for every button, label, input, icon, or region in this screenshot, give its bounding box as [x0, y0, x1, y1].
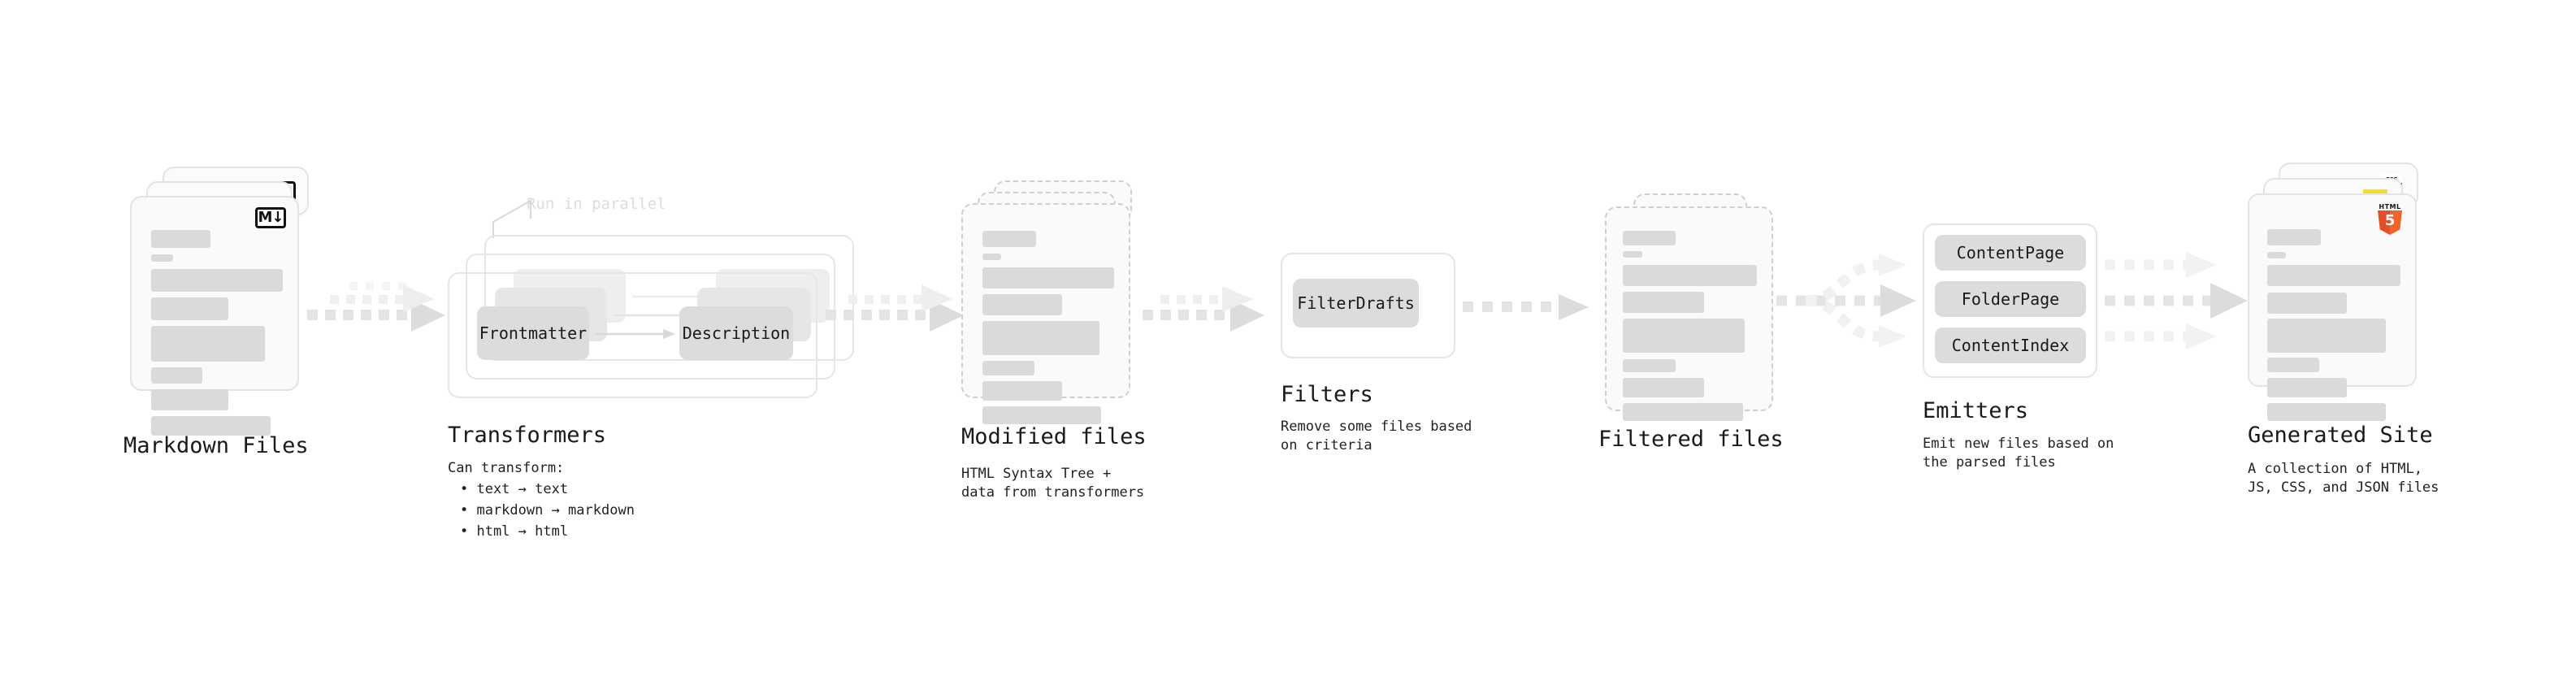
skeleton-line — [2267, 358, 2319, 372]
skeleton-line — [1623, 378, 1704, 397]
generated-site-title: Generated Site — [2248, 423, 2433, 448]
markdown-icon-arrow: ↓ — [271, 209, 284, 226]
markdown-files-title: Markdown Files — [124, 433, 309, 458]
skeleton-line — [982, 321, 1099, 355]
emitter-chip-label: ContentPage — [1956, 243, 2065, 262]
connector-transformers-to-modified — [826, 284, 964, 332]
skeleton-line — [151, 297, 228, 320]
skeleton-line — [1623, 319, 1745, 353]
modified-files-subtitle: HTML Syntax Tree + data from transformer… — [961, 466, 1145, 501]
markdown-files-card-stack: M↓ M↓ M↓ — [130, 167, 309, 436]
transformer-chip-description[interactable]: Description — [679, 306, 793, 360]
skeleton-line — [151, 416, 271, 436]
connector-emitters-to-site — [2105, 252, 2248, 349]
skeleton-line — [982, 361, 1034, 375]
connector-modified-to-filters — [1143, 286, 1264, 332]
transformer-chip-label: Frontmatter — [479, 323, 588, 343]
skeleton-line — [1623, 403, 1743, 421]
markdown-card-front: M↓ — [130, 196, 299, 436]
transformer-chip-frontmatter[interactable]: Frontmatter — [477, 306, 589, 360]
transformer-chip-label: Description — [682, 323, 791, 343]
transformers-subtitle: Can transform: — [448, 460, 565, 476]
skeleton-line — [982, 254, 1001, 260]
modified-files-card-stack — [961, 180, 1140, 424]
transformers-group-front: Frontmatter Description — [448, 272, 817, 398]
markdown-icon-front: M↓ — [255, 207, 286, 228]
skeleton-line — [151, 389, 228, 410]
skeleton-line — [151, 367, 202, 384]
skeleton-line — [2267, 252, 2286, 258]
skeleton-line — [151, 254, 173, 262]
skeleton-line — [2267, 229, 2321, 245]
filter-chip-label: FilterDrafts — [1297, 293, 1415, 313]
generated-card-front: HTML 5 — [2248, 193, 2417, 421]
emitters-subtitle: Emit new files based on the parsed files — [1923, 436, 2114, 471]
filtered-card-front — [1605, 206, 1773, 421]
html5-icon-shield: 5 — [2378, 210, 2402, 235]
run-in-parallel-annotation: Run in parallel — [527, 195, 666, 213]
filters-subtitle: Remove some files based on criteria — [1281, 419, 1472, 453]
emitters-group: ContentPage FolderPage ContentIndex — [1923, 223, 2097, 378]
skeleton-line — [1623, 292, 1704, 313]
generated-site-card-stack: CSS HTML 5 — [2248, 163, 2426, 421]
connector-markdown-to-transformers — [307, 282, 445, 332]
skeleton-line — [2267, 378, 2347, 397]
markdown-icon-letter: M — [258, 209, 272, 226]
parallel-bracket — [492, 199, 531, 238]
skeleton-line — [2267, 403, 2386, 421]
skeleton-line — [1623, 359, 1676, 372]
skeleton-line — [1623, 231, 1676, 245]
skeleton-line — [151, 326, 265, 362]
emitter-chip-contentpage[interactable]: ContentPage — [1935, 235, 2086, 271]
html5-icon-shield-inner — [2390, 210, 2402, 235]
connector-filtered-to-emitters — [1776, 254, 1916, 348]
filtered-files-card-stack — [1605, 193, 1780, 421]
modified-card-front — [961, 203, 1130, 424]
html5-icon-word: HTML — [2379, 203, 2401, 210]
generated-site-subtitle: A collection of HTML, JS, CSS, and JSON … — [2248, 461, 2439, 496]
skeleton-line — [2267, 319, 2386, 353]
skeleton-line — [2267, 265, 2400, 286]
skeleton-line — [982, 294, 1062, 315]
skeleton-line — [2267, 293, 2347, 314]
emitter-chip-label: ContentIndex — [1951, 336, 2070, 355]
skeleton-line — [982, 406, 1101, 424]
skeleton-line — [1623, 251, 1642, 258]
transformer-arrow-front — [596, 329, 675, 339]
filter-chip-filterdrafts[interactable]: FilterDrafts — [1293, 279, 1419, 327]
transformers-title: Transformers — [448, 423, 607, 448]
skeleton-line — [151, 269, 283, 292]
emitter-chip-folderpage[interactable]: FolderPage — [1935, 281, 2086, 317]
skeleton-line — [982, 267, 1114, 288]
filters-title: Filters — [1281, 382, 1373, 407]
skeleton-line — [151, 230, 210, 248]
transformers-bullet-0: • text → text — [460, 481, 569, 497]
skeleton-line — [1623, 265, 1757, 286]
html5-icon: HTML 5 — [2376, 203, 2404, 236]
filtered-files-title: Filtered files — [1598, 427, 1784, 452]
filters-group: FilterDrafts — [1281, 253, 1455, 358]
skeleton-line — [982, 231, 1036, 247]
transformers-bullet-1: • markdown → markdown — [460, 502, 635, 518]
emitter-chip-label: FolderPage — [1961, 289, 2060, 309]
modified-files-title: Modified files — [961, 424, 1147, 449]
skeleton-line — [982, 381, 1062, 401]
emitter-chip-contentindex[interactable]: ContentIndex — [1935, 327, 2086, 363]
html5-icon-digit: 5 — [2384, 212, 2396, 229]
transformers-bullet-2: • html → html — [460, 523, 569, 540]
emitters-title: Emitters — [1923, 398, 2029, 423]
connector-filters-to-filtered — [1463, 294, 1589, 320]
